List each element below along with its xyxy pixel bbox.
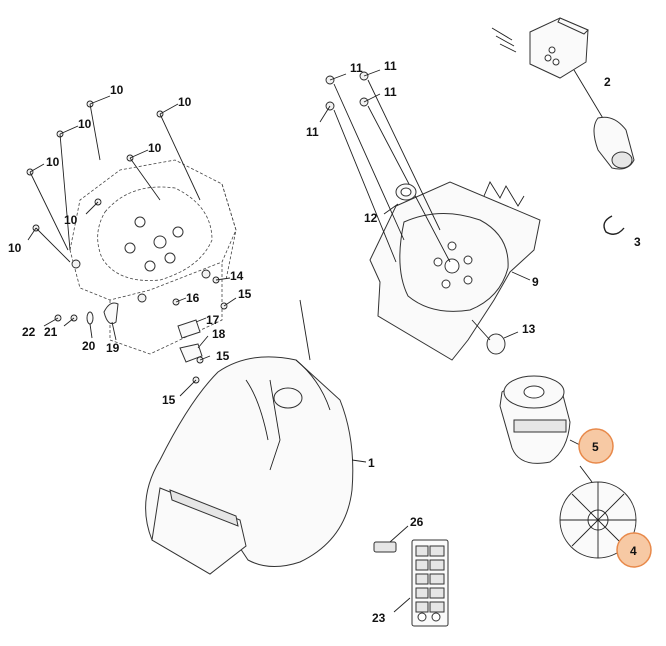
callout-15c: 15	[162, 393, 176, 407]
callout-11a: 11	[350, 61, 363, 75]
callout-14: 14	[230, 269, 244, 283]
callout-19: 19	[106, 341, 120, 355]
screws-10	[26, 95, 201, 263]
main-housing-part	[145, 299, 367, 575]
retaining-ring-part	[603, 215, 625, 235]
highlight-circle-5	[578, 428, 614, 464]
callout-12: 12	[364, 211, 378, 225]
callout-26: 26	[410, 515, 424, 529]
fan-4-part	[559, 465, 637, 559]
callout-22: 22	[22, 325, 36, 339]
callout-1: 1	[368, 456, 375, 470]
callout-13: 13	[522, 322, 536, 336]
motor-5-part	[499, 375, 583, 464]
motor-plate-part	[369, 181, 541, 361]
callout-23: 23	[372, 611, 386, 625]
callout-15a: 15	[238, 287, 252, 301]
left-housing-part	[69, 159, 237, 355]
callout-9: 9	[532, 275, 539, 289]
callout-10d: 10	[148, 141, 162, 155]
callout-11c: 11	[384, 85, 397, 99]
callout-18: 18	[212, 327, 226, 341]
callout-10f: 10	[64, 213, 78, 227]
callout-17: 17	[206, 313, 220, 327]
callout-11d: 11	[306, 125, 319, 139]
screws-11	[319, 69, 451, 263]
bushing-13-part	[471, 319, 519, 355]
callout-10g: 10	[8, 241, 22, 255]
grommet-12-part	[383, 183, 417, 215]
callout-20: 20	[82, 339, 96, 353]
callout-21: 21	[44, 325, 58, 339]
label-26-part	[373, 525, 409, 553]
small-parts	[43, 276, 237, 397]
highlight-circle-4	[616, 532, 652, 568]
callout-10e: 10	[46, 155, 60, 169]
callout-10a: 10	[110, 83, 124, 97]
callout-15b: 15	[216, 349, 230, 363]
callout-11b: 11	[384, 59, 397, 73]
callout-10b: 10	[178, 95, 192, 109]
callout-10c: 10	[78, 117, 92, 131]
callout-3: 3	[634, 235, 641, 249]
callout-4: 4	[630, 544, 637, 558]
callout-5: 5	[592, 440, 599, 454]
callout-2: 2	[604, 75, 611, 89]
callout-16: 16	[186, 291, 200, 305]
switch-part	[491, 17, 635, 170]
warning-label-23-part	[393, 539, 449, 627]
